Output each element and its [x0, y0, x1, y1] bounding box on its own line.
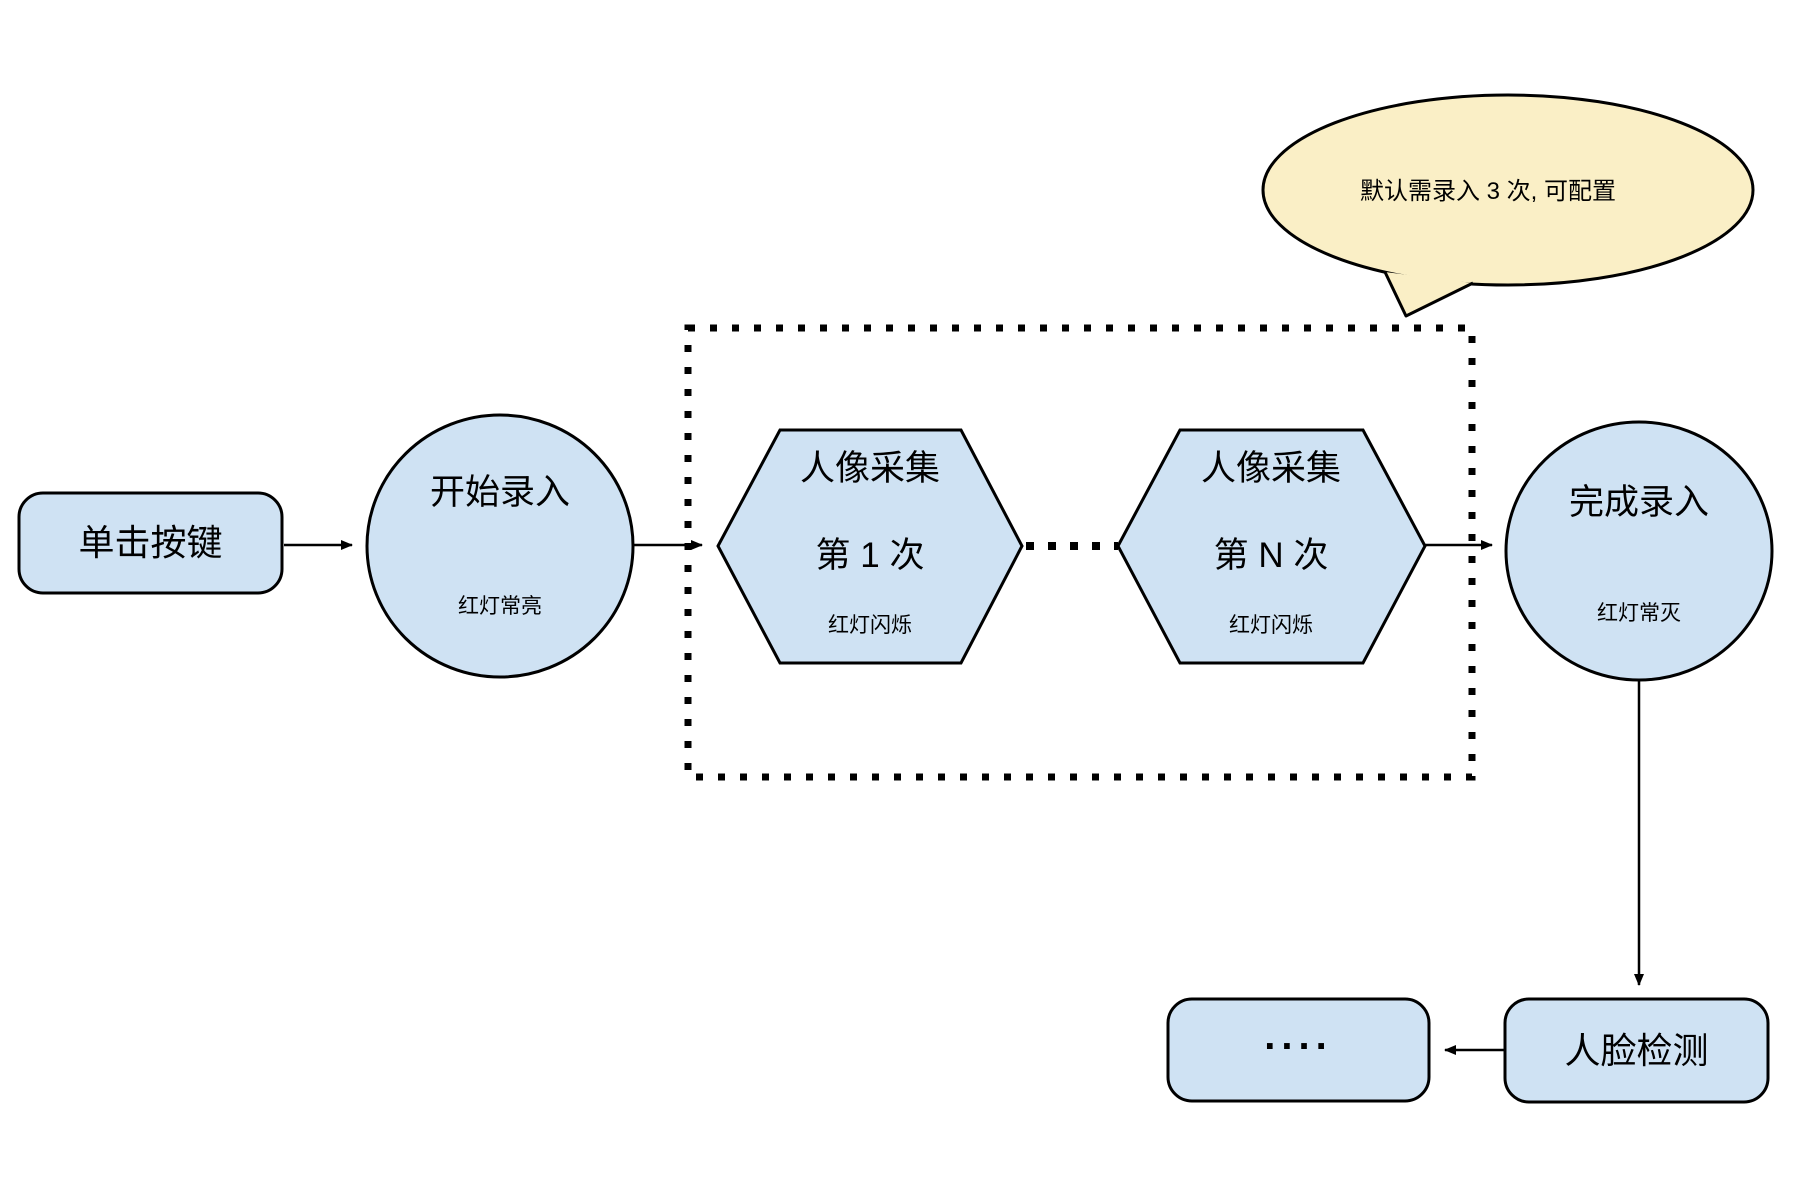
capture-first-count: 第 1 次	[815, 535, 925, 575]
finish-record-node	[1504, 420, 1774, 682]
start-record-title: 开始录入	[429, 472, 570, 512]
more-label: ....	[1264, 1014, 1333, 1058]
finish-record-title: 完成录入	[1568, 482, 1709, 522]
face-detect-node	[1503, 997, 1770, 1104]
click-button-label: 单击按键	[78, 522, 223, 564]
note-bubble-text: 默认需录入 3 次, 可配置	[1359, 177, 1617, 205]
start-record-subtitle: 红灯常亮	[458, 595, 542, 619]
finish-record-subtitle: 红灯常灭	[1597, 602, 1681, 626]
capture-first-title: 人像采集	[799, 448, 940, 488]
click-button-node	[17, 491, 284, 595]
note-bubble	[1261, 93, 1755, 287]
start-record-node	[365, 413, 635, 679]
capture-nth-title: 人像采集	[1200, 448, 1341, 488]
note-bubble-tail	[1383, 271, 1474, 318]
more-node	[1166, 997, 1431, 1103]
capture-first-subtitle: 红灯闪烁	[828, 614, 912, 638]
face-detect-label: 人脸检测	[1564, 1029, 1709, 1071]
capture-first-hexagon-node	[716, 428, 1024, 665]
capture-nth-count: 第 N 次	[1213, 535, 1329, 575]
capture-nth-subtitle: 红灯闪烁	[1229, 614, 1313, 638]
capture-nth-hexagon-node	[1116, 428, 1427, 665]
